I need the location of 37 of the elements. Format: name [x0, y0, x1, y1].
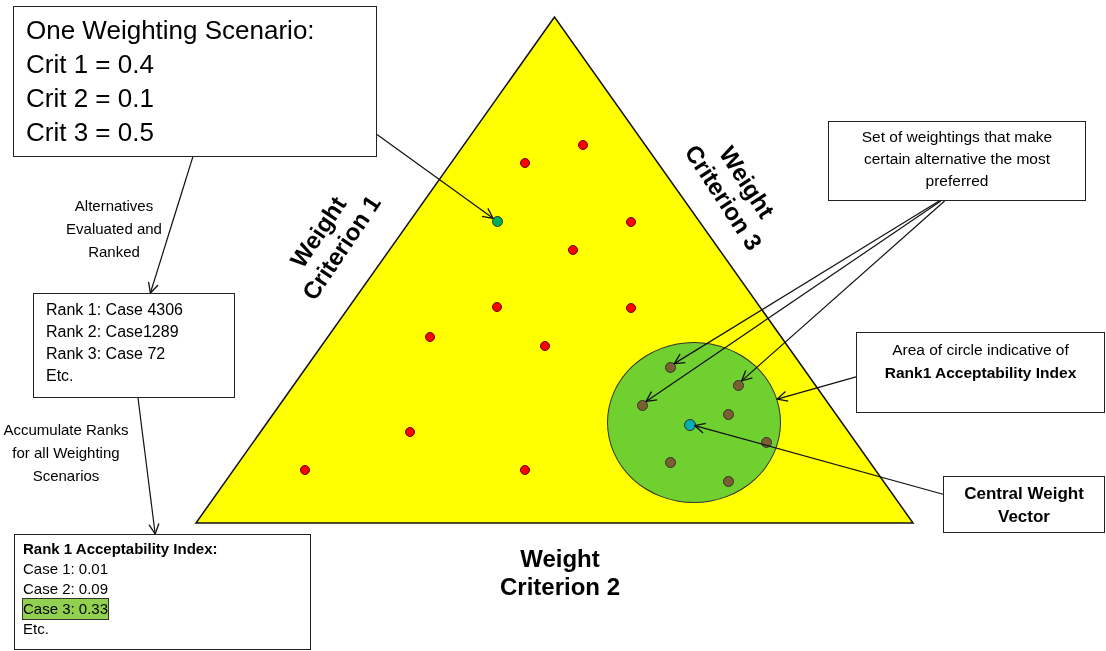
box-text: Set of weightings that make certain alternative the most preferred: [860, 127, 1054, 191]
edge-label: Accumulate Ranks for all Weighting Scenarios: [2, 420, 130, 486]
weight-point: [637, 400, 648, 411]
text-line: Case 1: 0.01: [23, 559, 110, 579]
arrow: [147, 156, 194, 294]
arrow: [376, 133, 494, 219]
arrow: [776, 376, 857, 402]
text-line: Rank 3: Case 72: [46, 344, 167, 364]
text-box: [856, 332, 1105, 413]
arrow: [137, 397, 160, 535]
weight-point: [684, 419, 696, 431]
text-line: Rank 1: Case 4306: [46, 300, 184, 320]
edge-label: Alternatives Evaluated and Ranked: [65, 196, 163, 262]
text-box: [943, 476, 1105, 533]
text-line: Crit 3 = 0.5: [26, 116, 155, 149]
weight-point: [665, 362, 676, 373]
text-line: One Weighting Scenario:: [26, 14, 316, 47]
text-box: [13, 6, 377, 157]
text-line: Rank 2: Case1289: [46, 322, 180, 342]
arrow: [673, 200, 940, 365]
text-box: [33, 293, 235, 398]
weight-point: [492, 216, 503, 227]
box-text: Central Weight Vector: [963, 483, 1085, 528]
text-line: Crit 2 = 0.1: [26, 82, 155, 115]
weight-point: [733, 380, 744, 391]
text-box: [828, 121, 1086, 201]
text-box: [14, 534, 311, 650]
text-line: Etc.: [23, 619, 50, 639]
axis-label: Weight Criterion 2: [499, 545, 621, 601]
arrow: [740, 200, 946, 382]
arrow: [645, 200, 942, 403]
text-line: Crit 1 = 0.4: [26, 48, 155, 81]
arrow: [694, 422, 944, 495]
text-line: Etc.: [46, 366, 75, 386]
text-line: Case 2: 0.09: [23, 579, 110, 599]
box-text: Area of circle indicative of Rank1 Acceptability Index: [883, 340, 1078, 383]
box-heading: Rank 1 Acceptability Index:: [23, 539, 219, 559]
